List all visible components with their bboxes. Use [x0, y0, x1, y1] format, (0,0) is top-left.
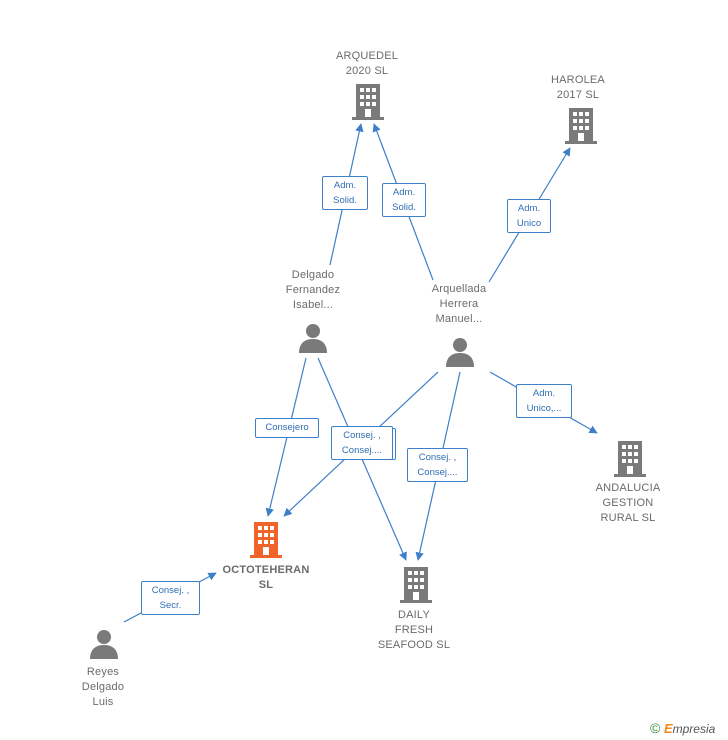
- building-icon[interactable]: [400, 567, 432, 603]
- brand-footer: © Empresia: [650, 720, 715, 736]
- edge-label-arquellada-arquedel[interactable]: Adm. Solid.: [382, 183, 426, 217]
- edge-label-reyes-octoteheran[interactable]: Consej. , Secr.: [141, 581, 200, 615]
- company-label-arquedel: ARQUEDEL 2020 SL: [335, 50, 399, 77]
- edge-label-arquellada-harolea[interactable]: Adm. Unico: [507, 199, 551, 233]
- person-icon[interactable]: [445, 337, 475, 367]
- person-label-arquellada: Arquellada Herrera Manuel...: [431, 283, 487, 325]
- person-label-delgado: Delgado Fernandez Isabel...: [285, 269, 341, 311]
- edge-label-delgado-arquedel[interactable]: Adm. Solid.: [322, 176, 368, 210]
- copyright-icon: ©: [650, 720, 661, 736]
- brand-name: mpresia: [672, 722, 716, 736]
- edge-label-delgado-octoteheran[interactable]: Consejero: [255, 418, 319, 438]
- person-label-reyes: Reyes Delgado Luis: [81, 666, 125, 708]
- company-label-daily: DAILY FRESH SEAFOOD SL: [377, 609, 451, 651]
- edge-label-consej-cluster[interactable]: Consej. , Consej....: [331, 426, 393, 460]
- edge-label-arquellada-daily[interactable]: Consej. , Consej....: [407, 448, 468, 482]
- building-icon[interactable]: [614, 441, 646, 477]
- company-label-harolea: HAROLEA 2017 SL: [551, 74, 605, 101]
- person-icon[interactable]: [89, 629, 119, 659]
- edge-label-arquellada-andalucia[interactable]: Adm. Unico,...: [516, 384, 572, 418]
- company-label-andalucia: ANDALUCIA GESTION RURAL SL: [595, 482, 661, 524]
- person-icon[interactable]: [298, 323, 328, 353]
- building-icon[interactable]: [352, 84, 384, 120]
- building-icon[interactable]: [565, 108, 597, 144]
- building-icon[interactable]: [250, 522, 282, 558]
- brand-e: E: [663, 721, 673, 736]
- company-label-octoteheran: OCTOTEHERAN SL: [222, 564, 310, 591]
